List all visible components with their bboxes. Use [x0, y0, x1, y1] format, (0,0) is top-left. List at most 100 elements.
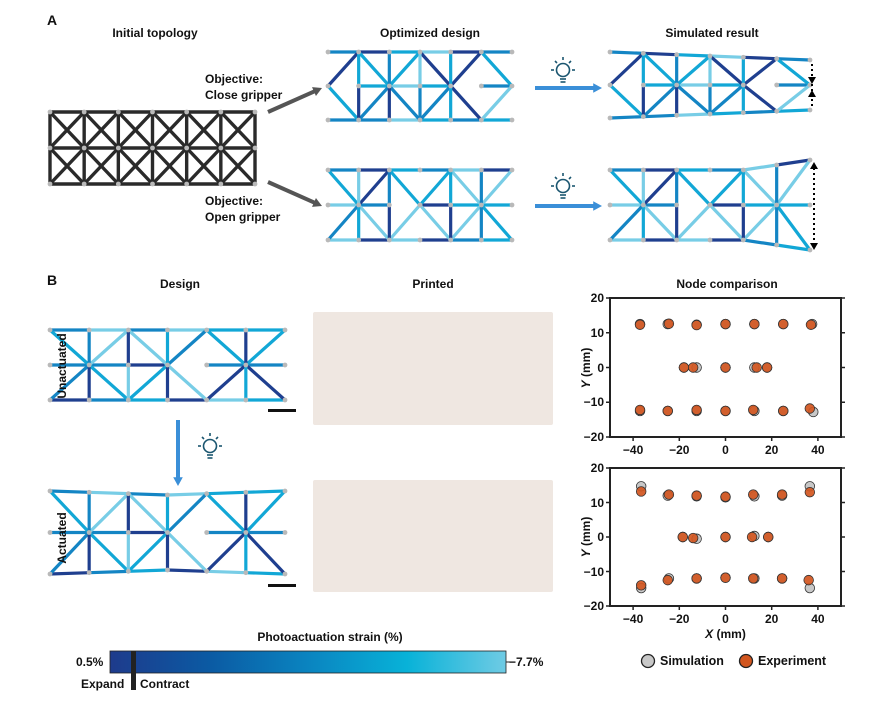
lightbulb-icon [551, 173, 575, 199]
truss-node [115, 181, 121, 187]
x-tick-label: 0 [722, 612, 729, 626]
expand-label: Expand [81, 677, 125, 691]
truss-beam [126, 492, 170, 535]
truss-node [86, 489, 92, 495]
truss-node [125, 568, 131, 574]
truss-beam [48, 489, 91, 494]
y-tick-label: 0 [597, 530, 604, 544]
x-tick-label: 20 [765, 612, 779, 626]
truss-beam [775, 158, 812, 167]
truss-node [252, 145, 258, 151]
truss-node [282, 327, 288, 333]
truss-node [282, 397, 288, 403]
truss-beam [126, 363, 170, 402]
truss-node [125, 362, 131, 368]
colorbar [109, 650, 507, 674]
truss-beam [675, 203, 712, 242]
truss-node [243, 489, 249, 495]
arrow-head [810, 243, 818, 250]
panel-b-label: B [47, 272, 58, 288]
truss-beam [87, 530, 130, 573]
truss-beam [708, 203, 745, 242]
lightbulb-icon [551, 57, 575, 83]
truss-node [282, 571, 288, 577]
truss-beam [244, 571, 287, 576]
truss-node [417, 167, 423, 173]
truss-node [282, 362, 288, 368]
bulb-ray [201, 436, 205, 440]
blue-arrow-close [535, 83, 602, 93]
experiment-point [691, 319, 702, 331]
truss-node [807, 247, 813, 253]
truss-beam [608, 83, 645, 119]
truss-node [252, 181, 258, 187]
truss-beam [708, 83, 745, 116]
bulb-ray [554, 176, 558, 180]
truss-beam [48, 110, 86, 150]
truss-node [47, 397, 53, 403]
truss-beam [165, 492, 209, 497]
truss-node [774, 242, 780, 248]
truss-node [243, 570, 249, 576]
truss-beam [387, 84, 422, 122]
truss-node [86, 362, 92, 368]
y-tick-label: 20 [590, 461, 604, 475]
arrow-shaft [267, 88, 318, 114]
truss-beam [608, 51, 645, 87]
truss-node [448, 83, 454, 89]
experiment-point [804, 486, 816, 498]
expand-contract-divider [131, 651, 136, 690]
legend-experiment: Experiment [758, 654, 827, 668]
truss-beam [608, 115, 645, 120]
truss-beam [244, 530, 287, 576]
truss-node [707, 237, 713, 243]
truss-beam [205, 363, 248, 402]
truss-node [47, 488, 53, 494]
truss-beam [449, 84, 483, 122]
truss-beam [357, 203, 391, 242]
truss-beam [741, 109, 779, 115]
truss-node [115, 145, 121, 151]
truss-beam [775, 243, 812, 252]
lightbulb-icon [198, 433, 222, 459]
experiment-point [635, 580, 647, 591]
truss-beam [205, 492, 248, 535]
truss-beam [741, 57, 779, 87]
truss-node [607, 167, 613, 173]
truss-node [386, 49, 392, 55]
truss-node [674, 237, 680, 243]
truss-beam [741, 163, 779, 172]
y-tick-label: 10 [590, 325, 604, 340]
blue-arrow-open [535, 201, 602, 211]
truss-node [607, 49, 613, 55]
truss-beam [641, 113, 679, 119]
truss-node [386, 117, 392, 123]
truss-beam [126, 328, 170, 367]
truss-node [325, 167, 331, 173]
truss-beam [357, 50, 391, 88]
truss-node [81, 181, 87, 187]
simulated-result-open-lattice [607, 157, 813, 253]
experiment-point [720, 491, 731, 502]
truss-node [740, 110, 746, 116]
truss-node [807, 82, 813, 88]
truss-beam [641, 83, 679, 119]
truss-node [607, 115, 613, 121]
experiment-point [634, 319, 646, 330]
truss-beam [449, 50, 483, 88]
truss-beam [418, 84, 453, 122]
truss-beam [150, 146, 189, 186]
truss-node [125, 397, 131, 403]
y-tick-label: 0 [597, 360, 604, 375]
truss-node [47, 145, 53, 151]
arrow-head [593, 83, 602, 93]
experiment-point [663, 318, 675, 329]
truss-node [47, 327, 53, 333]
truss-node [674, 82, 680, 88]
objective-label: Objective: [205, 194, 264, 208]
printed-photo-unactuated [313, 312, 553, 425]
truss-node [218, 109, 224, 115]
arrow-head [312, 198, 322, 207]
truss-node [417, 83, 423, 89]
truss-node [165, 327, 170, 333]
